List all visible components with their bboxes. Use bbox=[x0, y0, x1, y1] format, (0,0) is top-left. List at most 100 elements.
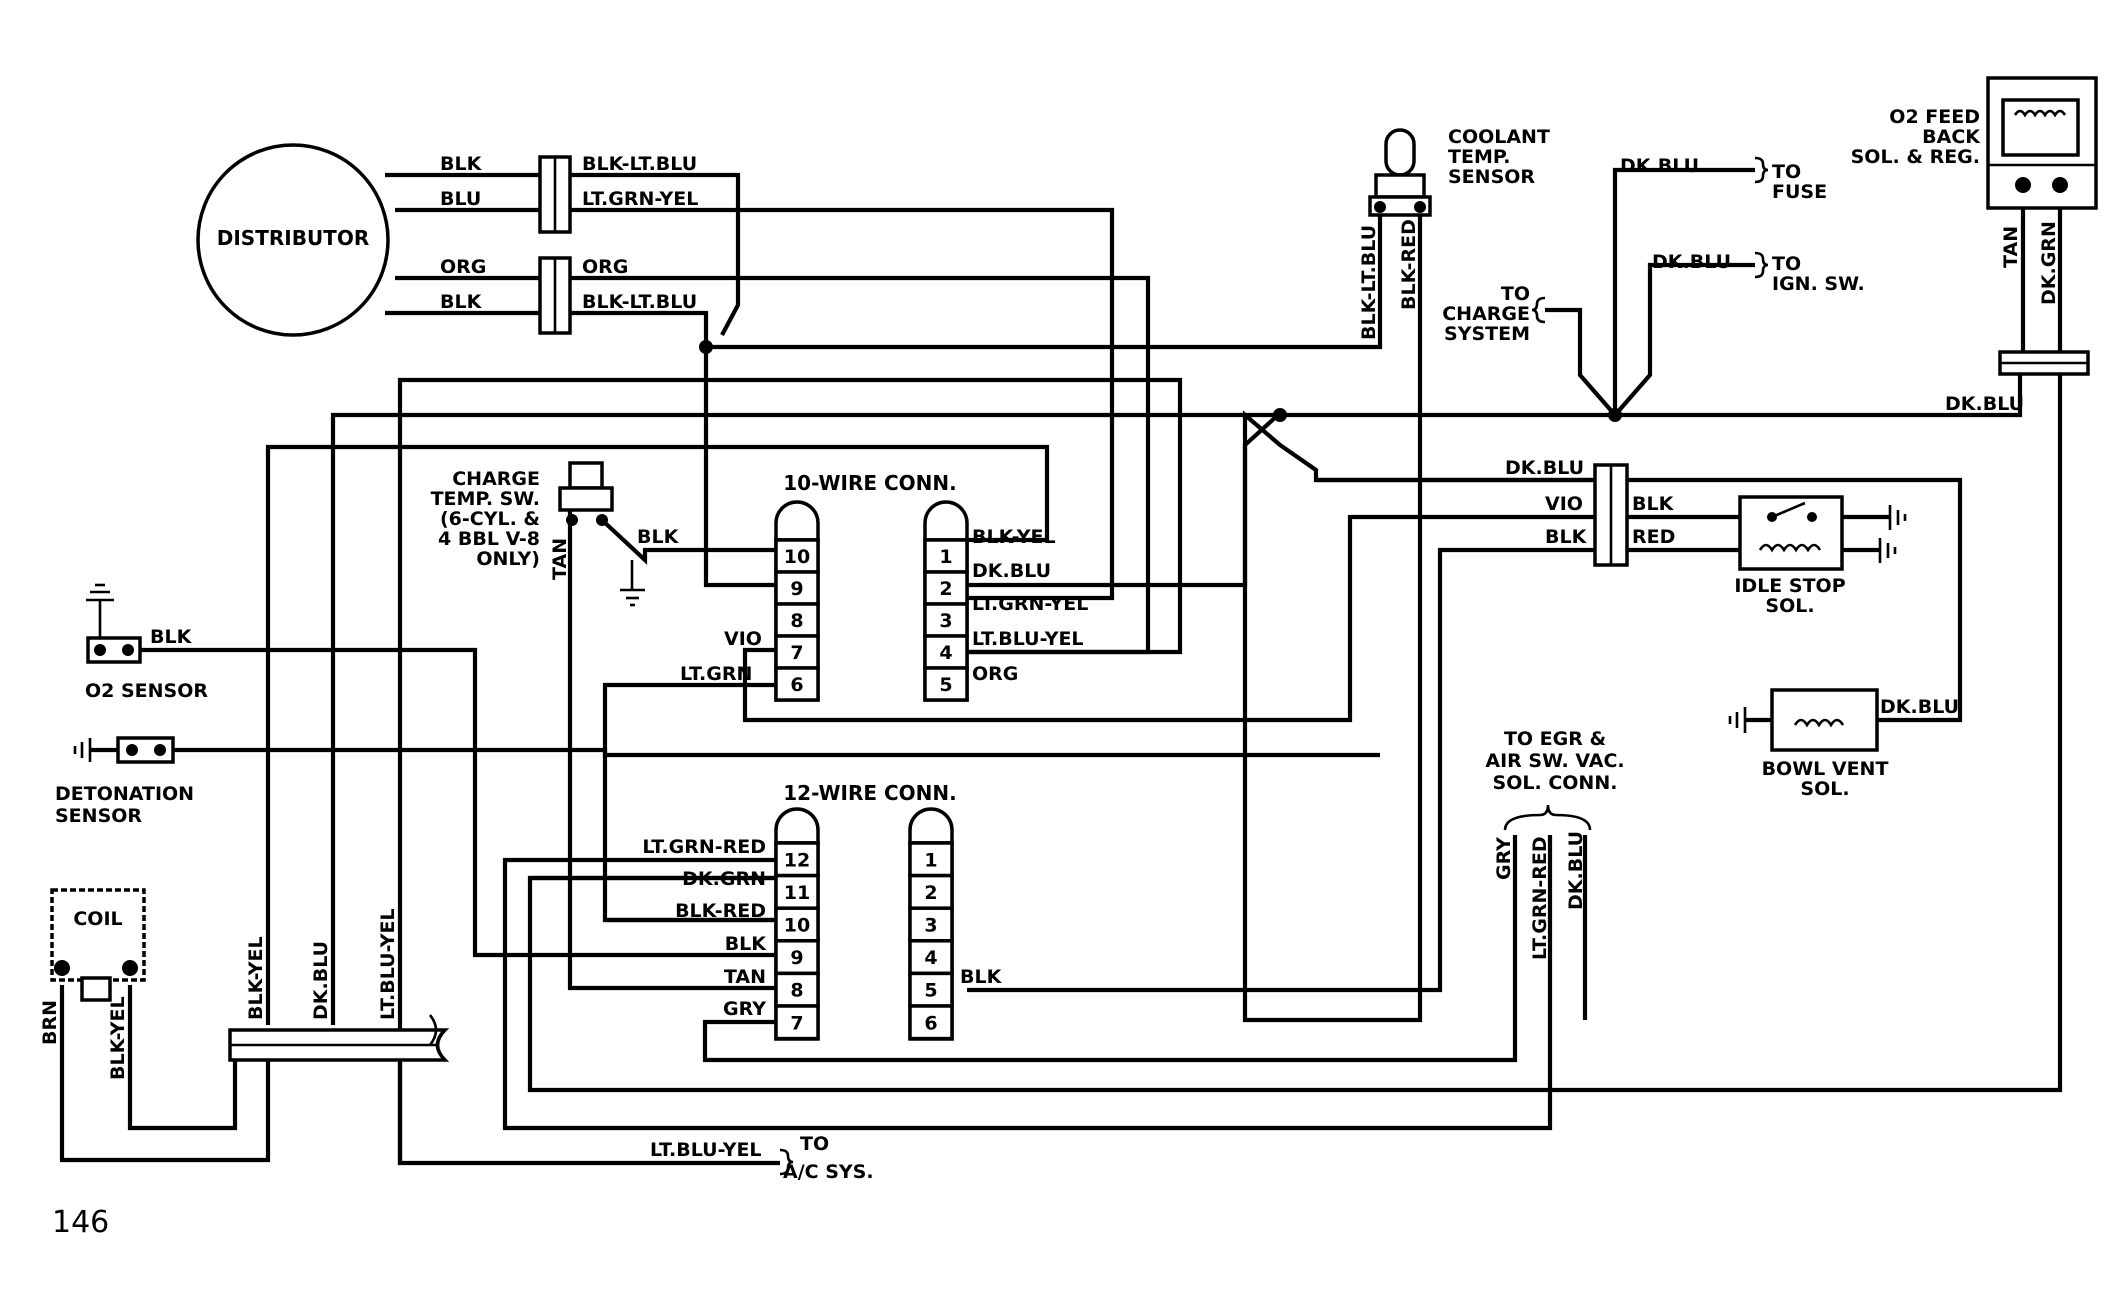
twelve-wire-title: 12-WIRE CONN. bbox=[783, 781, 957, 805]
to-charge-2: CHARGE bbox=[1442, 303, 1530, 325]
wl-dist-org: ORG bbox=[440, 256, 486, 278]
cts-label-1: CHARGE bbox=[452, 468, 540, 490]
coolant-label-1: COOLANT bbox=[1448, 126, 1550, 148]
wl-dkblu-right: DK.BLU bbox=[1945, 393, 2024, 415]
c12-left-pin-number: 8 bbox=[790, 980, 803, 1002]
wire-idle-blk bbox=[967, 547, 1595, 993]
wl-c10-r3: LT.GRN-YEL bbox=[972, 593, 1088, 615]
brace-ign bbox=[1754, 251, 1769, 279]
cts-label-3: (6-CYL. & bbox=[440, 508, 540, 530]
to-charge-3: SYSTEM bbox=[1444, 323, 1530, 345]
o2fb-label-1: O2 FEED bbox=[1889, 106, 1980, 128]
c10-right-pin-number: 5 bbox=[939, 674, 952, 696]
wire-blkyel-c10 bbox=[265, 444, 1050, 1025]
wl-harness-blkyel: BLK-YEL bbox=[245, 936, 267, 1020]
wl-c10-r2: DK.BLU bbox=[972, 560, 1051, 582]
wl-c12-r5: BLK bbox=[960, 966, 1003, 988]
c12-left-pin-number: 7 bbox=[790, 1012, 803, 1034]
c10-right-pin-number: 2 bbox=[939, 578, 952, 600]
o2-feedback-solenoid bbox=[1986, 76, 2098, 210]
wl-harness-dkblu: DK.BLU bbox=[310, 941, 332, 1020]
distributor-body bbox=[196, 143, 390, 337]
to-fuse-2: FUSE bbox=[1772, 181, 1827, 203]
c10-right-pin-number: 3 bbox=[939, 610, 952, 632]
o2fb-label-3: SOL. & REG. bbox=[1851, 146, 1980, 168]
c12-right-pin-number: 4 bbox=[924, 947, 937, 969]
wl-c10-r5: ORG bbox=[972, 663, 1018, 685]
wl-blk-idle-l: BLK bbox=[1545, 526, 1588, 548]
wire-harness-sleeve bbox=[228, 1014, 450, 1062]
c12-left-pin-number: 11 bbox=[784, 882, 810, 904]
wire-labels: BLK BLU ORG BLK BLK-LT.BLU LT.GRN-YEL OR… bbox=[39, 153, 2060, 1161]
wire-coil-brn bbox=[59, 985, 271, 1163]
c10-left-pin-number: 7 bbox=[790, 642, 803, 664]
c10-right-pin-number: 1 bbox=[939, 546, 952, 568]
wire-ltbluyel-c10 bbox=[397, 377, 1183, 1163]
c12-left-pin-cell bbox=[774, 1004, 820, 1041]
junction-dot bbox=[1608, 408, 1622, 422]
c12-right-pin-cell bbox=[908, 841, 954, 878]
c12-right-pin-number: 5 bbox=[924, 980, 937, 1002]
twelve-wire-left-pins: 12 11 10 9 8 7 bbox=[774, 841, 820, 1041]
wl-o2-blk: BLK bbox=[150, 626, 193, 648]
charge-temp-switch bbox=[558, 461, 645, 607]
wl-coolant-right: BLK-RED bbox=[1398, 219, 1420, 310]
wire-idle-dkblu bbox=[1316, 477, 1963, 723]
brace-ac bbox=[779, 1148, 794, 1176]
wire-to-fuse bbox=[1612, 167, 1755, 415]
wl-c12-12: LT.GRN-RED bbox=[642, 836, 766, 858]
wl-org-2: ORG bbox=[582, 256, 628, 278]
page-number: 146 bbox=[52, 1205, 109, 1240]
wl-dkblu-idle: DK.BLU bbox=[1505, 457, 1584, 479]
c10-right-pin-cell bbox=[923, 538, 969, 574]
c10-right-pin-cell bbox=[923, 666, 969, 702]
to-ign-1: TO bbox=[1772, 253, 1801, 275]
c10-left-pin-number: 8 bbox=[790, 610, 803, 632]
wl-coil-blkyel: BLK-YEL bbox=[107, 996, 129, 1080]
wl-c10-r1: BLK-YEL bbox=[972, 526, 1056, 548]
o2fb-label-2: BACK bbox=[1922, 126, 1981, 148]
c12-left-pin-number: 10 bbox=[784, 915, 810, 937]
o2-sensor-label: O2 SENSOR bbox=[85, 680, 208, 702]
c12-right-pin-cell bbox=[908, 1004, 954, 1041]
wl-c12-9: BLK bbox=[725, 933, 768, 955]
brace-fuse bbox=[1754, 156, 1769, 184]
wl-red-idle: RED bbox=[1632, 526, 1675, 548]
c12-left-pin-number: 9 bbox=[790, 947, 803, 969]
bowl-label-1: BOWL VENT bbox=[1762, 758, 1889, 780]
detonation-label-2: SENSOR bbox=[55, 805, 142, 827]
c10-right-pin-number: 4 bbox=[939, 642, 952, 664]
wires bbox=[59, 167, 2063, 1166]
idle-stop-solenoid bbox=[1738, 495, 1907, 571]
c12-right-pin-number: 1 bbox=[924, 849, 937, 871]
distributor-label: DISTRIBUTOR bbox=[217, 226, 369, 250]
junction-dot bbox=[1273, 408, 1287, 422]
egr-label-2: AIR SW. VAC. bbox=[1485, 750, 1624, 772]
wl-c12-8: TAN bbox=[724, 966, 766, 988]
c12-left-pin-cell bbox=[774, 939, 820, 976]
coolant-label-3: SENSOR bbox=[1448, 166, 1535, 188]
coil-label: COIL bbox=[73, 908, 122, 930]
to-ac-1: TO bbox=[800, 1133, 829, 1155]
wl-dist-blu: BLU bbox=[440, 188, 481, 210]
wl-charge-tan: TAN bbox=[549, 538, 571, 580]
wire-blk-ltblu-upper bbox=[570, 172, 741, 336]
wire-coil-blkyel bbox=[127, 985, 238, 1131]
wire-c12-7 bbox=[702, 835, 1518, 1063]
bowl-vent-solenoid bbox=[1728, 688, 1910, 752]
wl-coil-brn: BRN bbox=[39, 1000, 61, 1045]
cts-label-2: TEMP. SW. bbox=[431, 488, 540, 510]
c12-left-pin-number: 12 bbox=[784, 849, 810, 871]
wl-dkblu-bowl: DK.BLU bbox=[1880, 696, 1959, 718]
c12-left-pin-cell bbox=[774, 971, 820, 1008]
c12-right-pin-number: 3 bbox=[924, 915, 937, 937]
junction-dot bbox=[699, 340, 713, 354]
to-charge-1: TO bbox=[1501, 283, 1530, 305]
wl-c12-7: GRY bbox=[723, 998, 766, 1020]
wl-blk-ltblu-2: BLK-LT.BLU bbox=[582, 291, 697, 313]
c12-right-pin-cell bbox=[908, 873, 954, 910]
wl-vio-idle: VIO bbox=[1545, 493, 1583, 515]
